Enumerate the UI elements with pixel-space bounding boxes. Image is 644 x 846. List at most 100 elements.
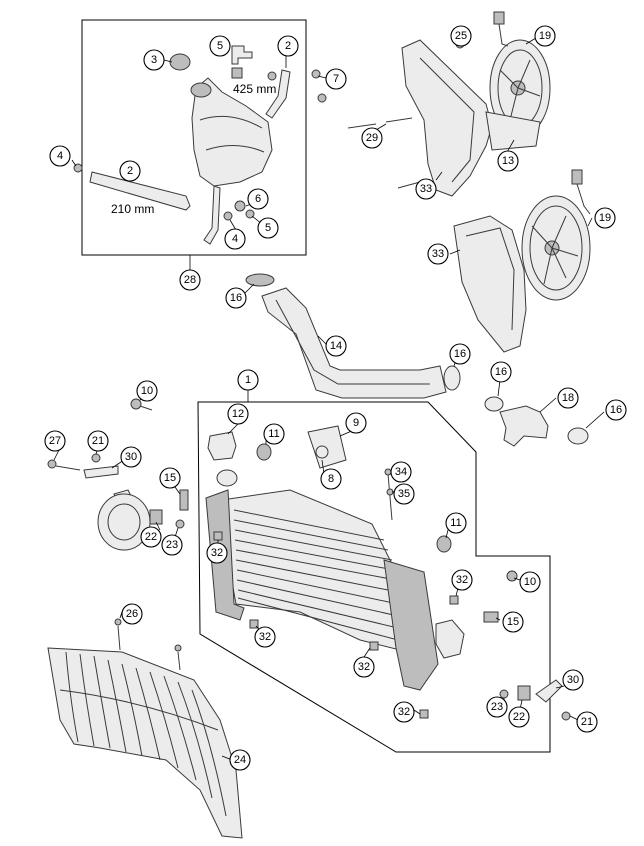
svg-text:28: 28 [184, 274, 196, 286]
callout-11b: 11 [445, 512, 467, 534]
callout-35: 35 [393, 483, 415, 505]
callout-10b: 10 [519, 571, 541, 593]
callout-19b: 19 [594, 207, 616, 229]
mount-bracket-30b [535, 679, 563, 703]
fitting-6 [234, 200, 246, 212]
svg-text:16: 16 [495, 366, 507, 378]
callout-33b: 33 [427, 243, 449, 265]
callout-30b: 30 [562, 669, 584, 691]
rubber-strip-15b [483, 611, 499, 623]
hose-clamp-16a [245, 273, 275, 287]
rubber-strip-15a [179, 489, 189, 511]
svg-text:16: 16 [610, 404, 622, 416]
spacer-22b [517, 685, 531, 701]
svg-text:21: 21 [581, 716, 593, 728]
callout-16a: 16 [225, 287, 247, 309]
radiator-filler-neck [216, 469, 238, 487]
overflow-hose-lower [89, 171, 191, 211]
radiator-fins [233, 509, 399, 641]
callout-32b: 32 [254, 626, 276, 648]
callout-16d: 16 [605, 399, 627, 421]
svg-text:2: 2 [127, 165, 133, 177]
radiator-hose-group [243, 273, 605, 447]
svg-text:33: 33 [432, 248, 444, 260]
dimension-210mm: 210 mm [111, 202, 154, 216]
grommet-11a [256, 443, 272, 461]
clip-32d [369, 641, 379, 651]
svg-text:13: 13 [502, 155, 514, 167]
callout-28: 28 [179, 269, 201, 291]
screw-27 [47, 459, 57, 469]
left-mount-group [47, 447, 185, 551]
svg-text:32: 32 [259, 631, 271, 643]
coolant-hose-short [499, 405, 549, 447]
expansion-tank-group [71, 19, 327, 270]
svg-text:32: 32 [398, 706, 410, 718]
clip-32a [213, 531, 223, 541]
callout-23a: 23 [161, 534, 183, 556]
callout-8: 8 [320, 468, 342, 490]
clip-32e [419, 709, 429, 719]
callout-2b: 2 [119, 160, 141, 182]
hose-clamp-16b [443, 365, 461, 391]
callout-18: 18 [557, 387, 579, 409]
callout-32a: 32 [206, 542, 228, 564]
svg-text:29: 29 [366, 132, 378, 144]
callout-10a: 10 [136, 380, 158, 402]
svg-text:10: 10 [524, 576, 536, 588]
callout-5b: 5 [257, 217, 279, 239]
svg-text:27: 27 [49, 435, 61, 447]
svg-text:4: 4 [232, 233, 238, 245]
bolt-10a [130, 398, 142, 410]
svg-text:15: 15 [164, 472, 176, 484]
callout-22b: 22 [508, 706, 530, 728]
tank-filler-neck [190, 82, 212, 98]
callout-21a: 21 [87, 430, 109, 452]
fan-assembly-upper [347, 11, 551, 197]
callout-32d: 32 [353, 656, 375, 678]
callout-24: 24 [229, 749, 251, 771]
callout-16c: 16 [490, 361, 512, 383]
callout-2a: 2 [277, 35, 299, 57]
radiator-guard-group [47, 611, 243, 839]
sensor-bracket [307, 425, 347, 469]
svg-text:30: 30 [567, 674, 579, 686]
callout-1: 1 [237, 369, 259, 391]
callout-21b: 21 [576, 711, 598, 733]
radiator-hose [261, 287, 447, 399]
svg-text:22: 22 [513, 711, 525, 723]
svg-text:34: 34 [395, 466, 407, 478]
hose-fitting-top [231, 45, 253, 65]
callout-12: 12 [227, 403, 249, 425]
tank-cap [169, 53, 191, 71]
svg-text:18: 18 [562, 392, 574, 404]
fan-connector-upper [493, 11, 505, 25]
screw-26b [174, 644, 182, 652]
grommet-11b [436, 535, 452, 553]
expansion-tank [191, 77, 273, 187]
svg-text:15: 15 [507, 616, 519, 628]
callout-7: 7 [325, 68, 347, 90]
grommet-top [231, 67, 243, 79]
callout-6: 6 [247, 188, 269, 210]
svg-text:23: 23 [166, 539, 178, 551]
spacer-22a [149, 509, 163, 525]
fan-assembly-lower [449, 169, 593, 353]
callout-30a: 30 [120, 446, 142, 468]
fan-connector-lower [571, 169, 583, 185]
callout-15a: 15 [159, 467, 181, 489]
radiator-guard [47, 647, 243, 839]
callout-15b: 15 [502, 611, 524, 633]
svg-text:24: 24 [234, 754, 246, 766]
svg-text:23: 23 [491, 701, 503, 713]
svg-text:12: 12 [232, 408, 244, 420]
callout-33a: 33 [415, 178, 437, 200]
svg-text:16: 16 [454, 348, 466, 360]
callout-29: 29 [361, 127, 383, 149]
callout-19a: 19 [534, 25, 556, 47]
svg-text:2: 2 [285, 40, 291, 52]
screw-7b [317, 93, 327, 103]
nut-23a [175, 519, 185, 529]
overflow-hose-upper [265, 69, 291, 119]
clip-32b [249, 619, 259, 629]
